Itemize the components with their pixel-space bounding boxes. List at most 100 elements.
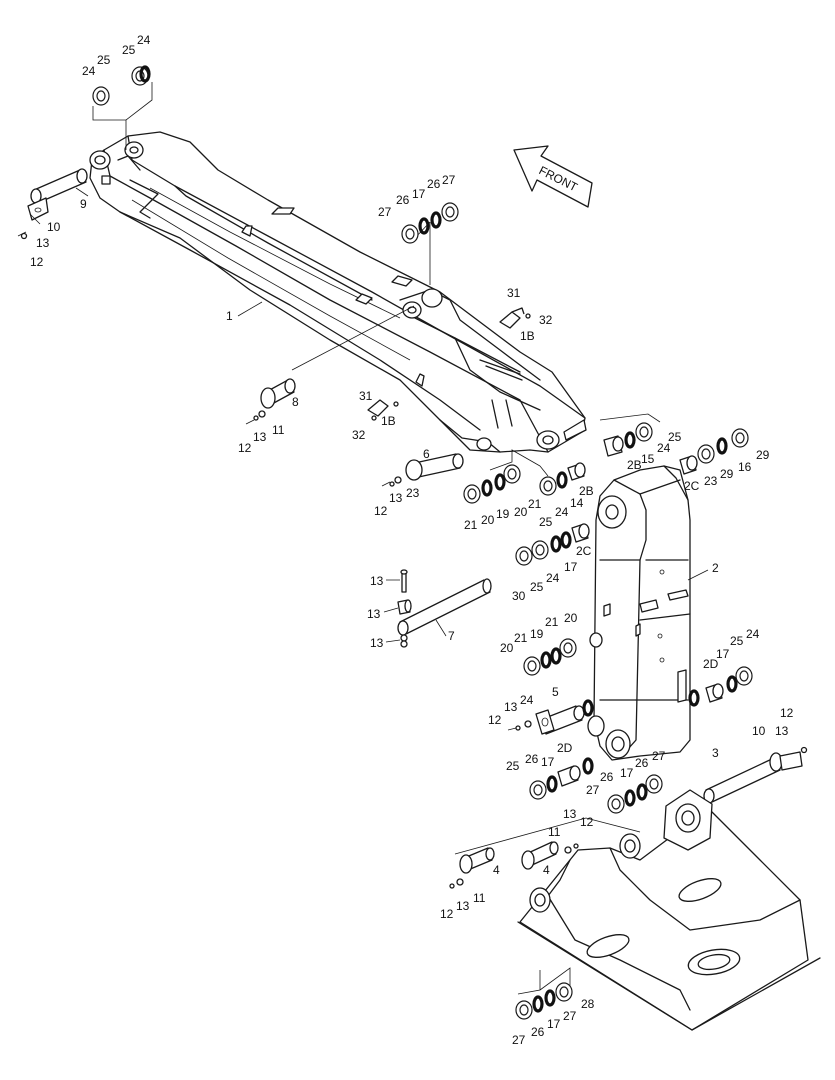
- label-25-c: 25: [539, 515, 553, 529]
- label-12-a: 12: [30, 255, 44, 269]
- label-17-c: 16: [738, 460, 752, 474]
- label-12-b: 12: [238, 441, 252, 455]
- label-23-a: 23: [406, 486, 420, 500]
- pin-7: [397, 569, 492, 648]
- label-13-e: 13: [775, 724, 789, 738]
- label-21-d: 21: [545, 615, 559, 629]
- label-9: 9: [80, 197, 87, 211]
- label-4-b: 4: [543, 863, 550, 877]
- label-13-g: 13: [456, 899, 470, 913]
- label-18-c: 17: [547, 1017, 561, 1031]
- label-24-f: 24: [746, 627, 760, 641]
- leader-bracket-bottom: [517, 967, 571, 995]
- bracket-30-upper: [499, 307, 531, 329]
- washer-stack-frame-bottom: [515, 982, 573, 1020]
- bracket-30-lower: [367, 399, 399, 421]
- label-26-a: 26: [396, 193, 410, 207]
- label-2b-b: 2C: [576, 544, 592, 558]
- label-2: 2: [712, 561, 719, 575]
- label-17-f: 17: [541, 755, 555, 769]
- label-28: 29: [720, 467, 734, 481]
- label-24-d: 24: [657, 441, 671, 455]
- label-13-b: 13: [253, 430, 267, 444]
- label-27-d: 27: [652, 749, 666, 763]
- label-1b-a: 2B: [579, 484, 594, 498]
- label-27-c: 27: [586, 783, 600, 797]
- washer-stack-arm-bottom: [529, 757, 594, 800]
- label-26-c: 26: [600, 770, 614, 784]
- label-24-a: 24: [82, 64, 96, 78]
- label-30-a: 31: [507, 286, 521, 300]
- leader-2: [687, 569, 709, 581]
- label-15: 13: [370, 574, 384, 588]
- label-12-d: 12: [488, 713, 502, 727]
- frame-base: [454, 789, 821, 1031]
- label-11-c: 11: [473, 891, 486, 905]
- leader-9: [75, 187, 89, 197]
- leader-7-15-14-16: [383, 579, 447, 643]
- label-1b-b: 2B: [627, 458, 642, 472]
- label-4-a: 4: [493, 863, 500, 877]
- label-5: 5: [552, 685, 559, 699]
- label-12-g: 12: [440, 907, 454, 921]
- label-10-a: 10: [47, 220, 61, 234]
- label-3: 3: [712, 746, 719, 760]
- label-21-b: 21: [528, 497, 542, 511]
- label-22: 23: [704, 474, 718, 488]
- boom: [89, 131, 587, 453]
- washer-stack-boom-foot: [463, 462, 586, 504]
- leader-bracket-head: [92, 82, 153, 150]
- label-29-a: 29: [756, 448, 770, 462]
- label-20-b: 20: [514, 505, 528, 519]
- arm: [587, 465, 691, 761]
- label-13-f: 13: [563, 807, 577, 821]
- label-18-b: 17: [620, 766, 634, 780]
- label-10-b: 10: [752, 724, 766, 738]
- washer-stack-upper-right: [599, 413, 749, 475]
- label-20-a: 20: [481, 513, 495, 527]
- label-2b-a: 2C: [684, 479, 700, 493]
- label-25-f: 25: [730, 634, 744, 648]
- label-19-a: 19: [496, 507, 510, 521]
- leader-8-line: [291, 305, 415, 371]
- label-14: 13: [367, 607, 381, 621]
- label-26-b: 26: [427, 177, 441, 191]
- pin-3: [703, 746, 808, 804]
- label-13-a: 13: [36, 236, 50, 250]
- label-26-d: 26: [635, 756, 649, 770]
- pin-8: [245, 378, 296, 425]
- label-24-g: 25: [506, 759, 520, 773]
- callout-labels: 24 25 25 24 9 10 13 12 1 27 26 17 26 27 …: [30, 33, 794, 1047]
- label-29-b: 30: [512, 589, 526, 603]
- label-23-b: 24: [520, 693, 534, 707]
- label-20-d: 20: [564, 611, 578, 625]
- label-25-d: 25: [668, 430, 682, 444]
- label-25-b: 25: [122, 43, 136, 57]
- label-12-e: 12: [780, 706, 794, 720]
- front-arrow: FRONT: [513, 145, 593, 208]
- leader-10a: [29, 213, 41, 225]
- label-13-c: 13: [389, 491, 403, 505]
- label-17-d: 17: [564, 560, 578, 574]
- label-31-a: 32: [539, 313, 553, 327]
- label-1: 1: [226, 309, 233, 323]
- label-27-e: 27: [512, 1033, 526, 1047]
- label-24-c: 24: [555, 505, 569, 519]
- leader-bracket-foot: [489, 449, 549, 477]
- label-16: 13: [370, 636, 384, 650]
- leader-1: [237, 301, 263, 317]
- label-8: 8: [292, 395, 299, 409]
- label-25-e: 25: [530, 580, 544, 594]
- label-19-b: 19: [530, 627, 544, 641]
- label-25-g: 26: [525, 752, 539, 766]
- pin-5: [507, 699, 594, 735]
- label-32-a: 1B: [520, 329, 535, 343]
- washer-stack-arm-middle: [523, 638, 577, 676]
- label-25-a: 25: [97, 53, 111, 67]
- label-26-f: 27: [563, 1009, 577, 1023]
- label-31-b: 32: [352, 428, 366, 442]
- label-13-d: 13: [504, 700, 518, 714]
- pin-9: [27, 168, 88, 221]
- label-12-f: 12: [580, 815, 594, 829]
